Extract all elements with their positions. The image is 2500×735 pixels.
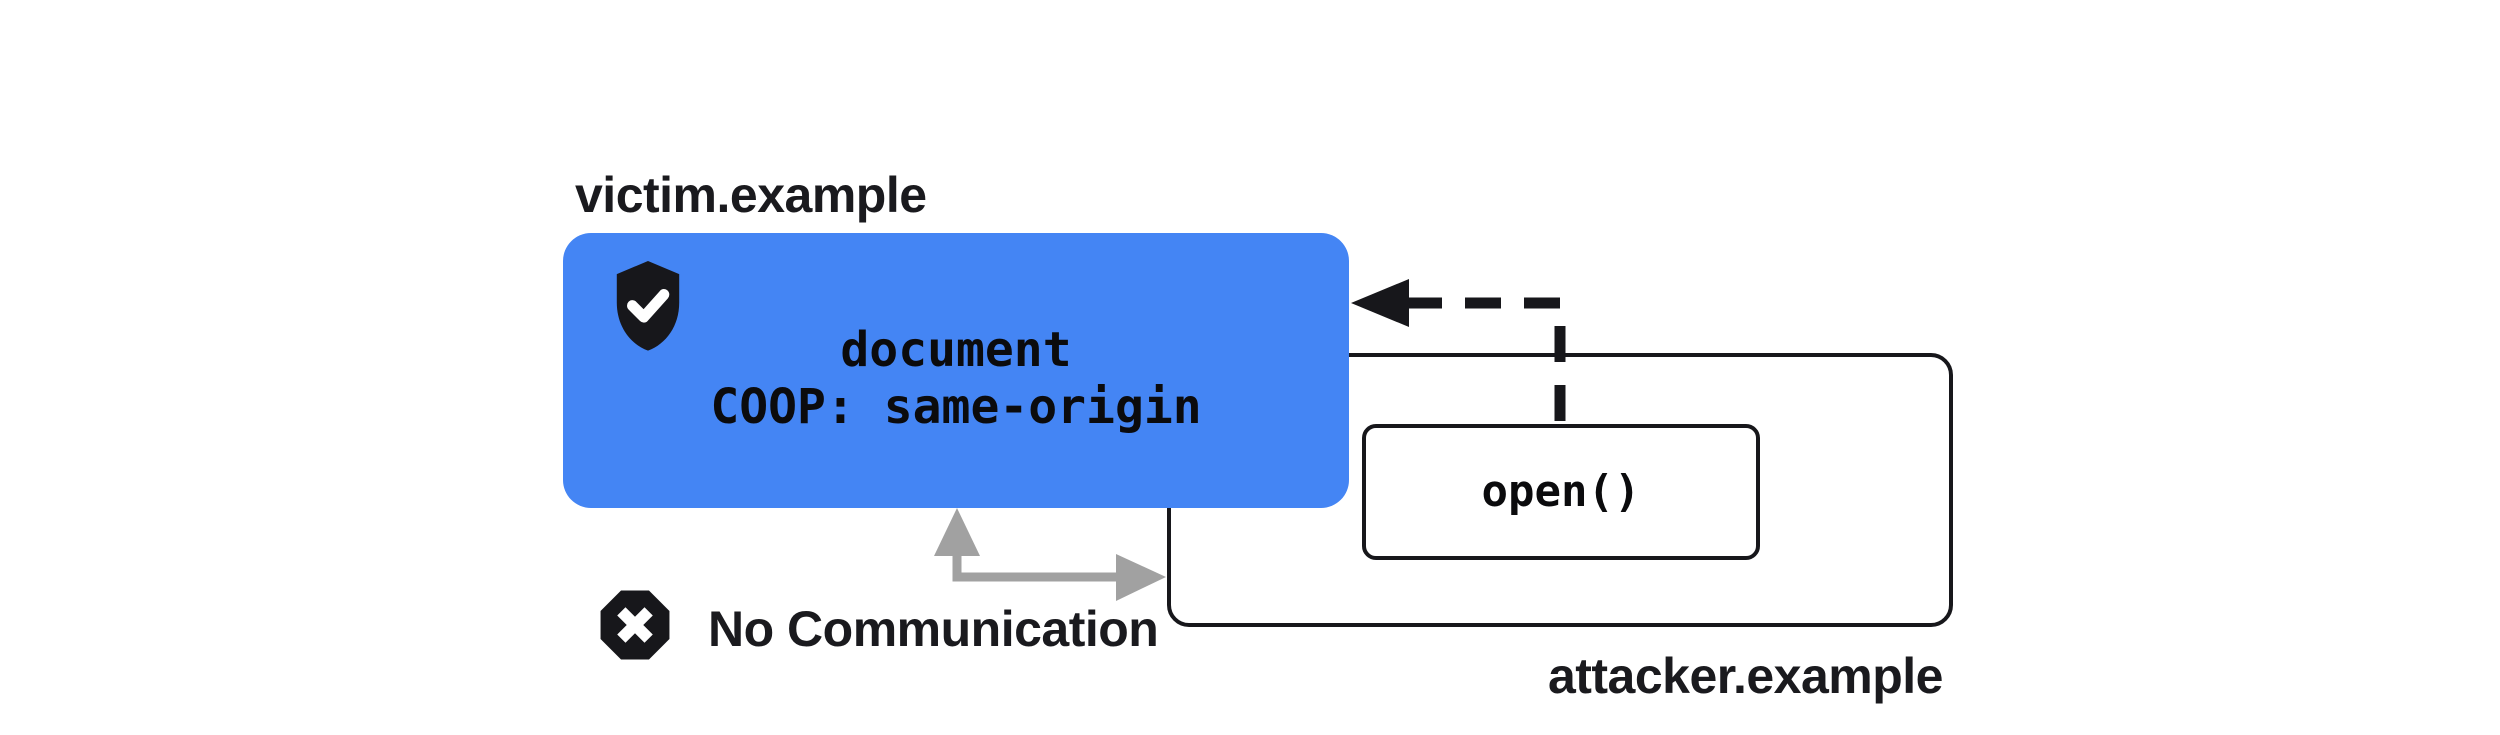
no-communication-label: No Communication	[708, 601, 1159, 657]
gray-elbow-arrow	[934, 508, 1166, 601]
victim-document-box: document COOP: same-origin	[563, 233, 1349, 508]
coop-header-text: COOP: same-origin	[710, 378, 1202, 435]
attacker-domain-label: attacker.example	[1547, 648, 1944, 704]
document-text: document	[840, 321, 1072, 378]
shield-check-icon	[616, 261, 680, 351]
victim-domain-label: victim.example	[575, 167, 927, 223]
x-octagon-icon	[600, 590, 670, 660]
open-call-box: open()	[1362, 424, 1760, 560]
open-call-label: open()	[1481, 466, 1641, 517]
